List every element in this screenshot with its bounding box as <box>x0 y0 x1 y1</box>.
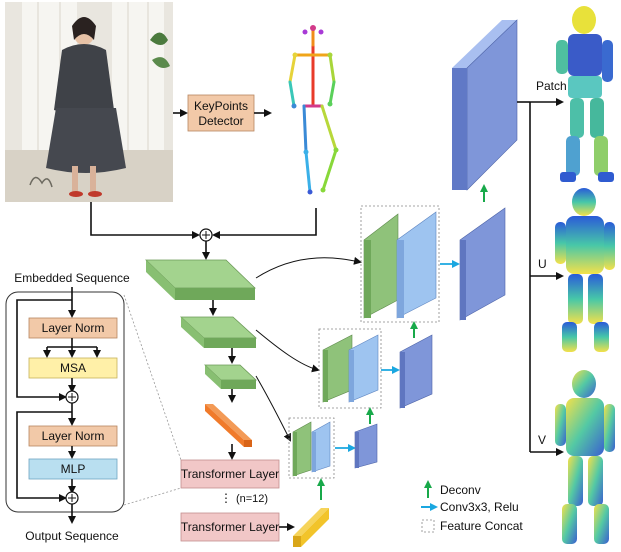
legend: Deconv Conv3x3, Relu Feature Concat <box>421 480 523 533</box>
decoder-stage1-green <box>292 421 312 477</box>
transformer-layer-top: Transformer Layer <box>180 459 280 489</box>
transformer-layer-bottom: Transformer Layer <box>180 512 280 542</box>
mlp-block: MLP <box>28 458 118 480</box>
transformer-detail-panel <box>5 291 125 513</box>
embedded-sequence-label: Embedded Sequence <box>14 271 130 285</box>
decoder-stage3-blue <box>396 211 437 319</box>
arrow-photo-merge <box>90 202 200 239</box>
add-op-2 <box>65 491 79 505</box>
arrow-skeleton-merge <box>212 208 317 239</box>
decoder-stage2-blue <box>348 334 379 403</box>
layer-norm-2: Layer Norm <box>28 425 118 447</box>
output-label-v: V <box>538 433 546 447</box>
skip-connection-2 <box>255 329 320 373</box>
keypoints-detector-box: KeyPoints Detector <box>187 94 255 132</box>
detector-label-line2: Detector <box>198 114 243 128</box>
patch-body-render <box>556 6 614 182</box>
v-body-render <box>555 370 615 544</box>
legend-concat-icon <box>421 519 435 533</box>
decoder-stage2-green <box>322 334 353 403</box>
zoom-line-bottom <box>123 487 182 506</box>
residual-2 <box>16 411 72 502</box>
decoder-stage3-green <box>363 213 399 319</box>
output-label-u: U <box>538 257 547 271</box>
skeleton-keypoints <box>288 25 339 195</box>
decoder-stage1-blue <box>311 421 331 473</box>
encoder-slab-2 <box>179 316 258 348</box>
decoder-stage3-out <box>459 207 506 321</box>
layer-norm-1-label: Layer Norm <box>42 321 105 335</box>
transformer-layer-top-label: Transformer Layer <box>181 467 279 481</box>
layer-norm-1: Layer Norm <box>28 317 118 339</box>
mlp-label: MLP <box>61 462 86 476</box>
final-feature-block <box>452 19 518 191</box>
skip-connection-3 <box>255 375 291 442</box>
token-block-yellow <box>293 508 329 547</box>
detector-label-line1: KeyPoints <box>194 99 248 113</box>
residual-1 <box>16 299 72 401</box>
layer-norm-2-label: Layer Norm <box>42 429 105 443</box>
msa-label: MSA <box>60 361 86 375</box>
decoder-stage1-out <box>354 423 378 469</box>
output-sequence-label: Output Sequence <box>25 529 119 543</box>
legend-conv-label: Conv3x3, Relu <box>440 500 519 514</box>
add-op-1 <box>65 390 79 404</box>
encoder-slab-3 <box>203 364 258 389</box>
add-op-merge <box>199 228 213 242</box>
feature-concat-box-2 <box>318 328 382 409</box>
repeat-dots: ⋮ <box>220 491 232 505</box>
legend-deconv-label: Deconv <box>440 483 481 497</box>
skip-connection-1 <box>255 256 362 279</box>
feature-concat-box-3 <box>360 205 440 323</box>
u-body-render <box>555 188 615 352</box>
output-label-patch: Patch <box>536 79 567 93</box>
encoder-slab-1 <box>145 259 256 300</box>
transformer-layer-bottom-label: Transformer Layer <box>181 520 279 534</box>
token-block-orange <box>205 404 252 447</box>
feature-concat-box-1 <box>288 417 335 479</box>
input-photo <box>5 2 173 202</box>
legend-concat-label: Feature Concat <box>440 519 523 533</box>
decoder-stage2-out <box>399 334 433 409</box>
repeat-note: (n=12) <box>236 493 268 505</box>
zoom-line-top <box>123 294 182 461</box>
msa-block: MSA <box>28 357 118 379</box>
